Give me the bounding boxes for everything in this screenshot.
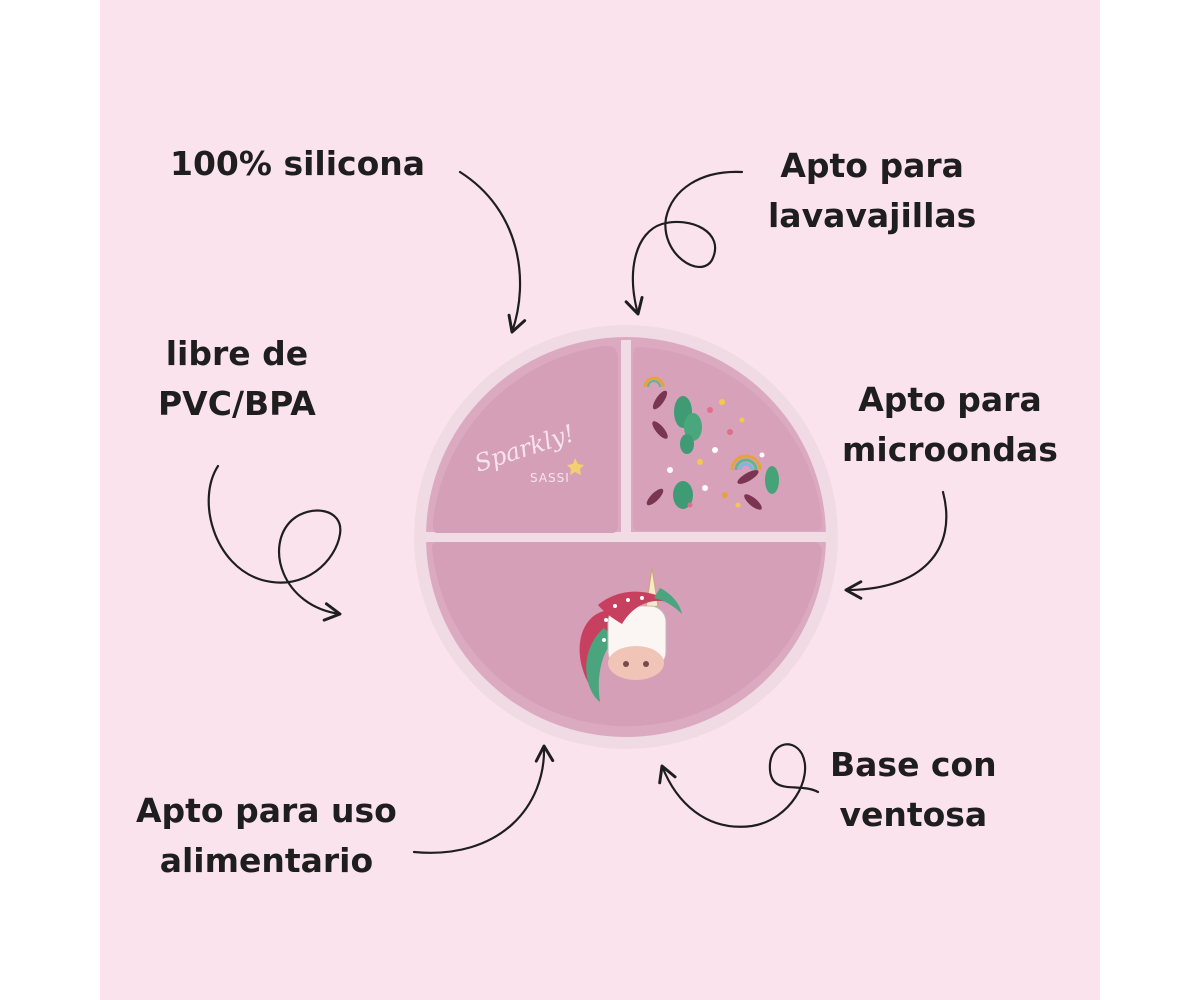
feature-lavavajillas: Apto para lavavajillas	[768, 141, 976, 241]
feature-alimentario-line-1: Apto para uso	[136, 791, 397, 830]
feature-pvc-line-1: libre de	[165, 334, 309, 373]
arrow-silicona	[458, 170, 527, 334]
arrow-pvc	[207, 464, 342, 622]
plate: Sparkly! SASSI	[414, 325, 838, 749]
feature-microondas: Apto para microondas	[842, 375, 1058, 475]
star-icon	[567, 458, 584, 475]
arrow-alimentario	[412, 744, 555, 854]
feature-microondas-line-2: microondas	[842, 430, 1058, 469]
feature-ventosa-line-2: ventosa	[839, 795, 988, 834]
logo-brand: SASSI	[530, 471, 570, 485]
feature-silicona-line-1: 100% silicona	[170, 144, 426, 183]
arrow-microondas	[844, 490, 948, 600]
feature-pvc-bpa: libre de PVC/BPA	[158, 329, 316, 429]
feature-lavavajillas-line-1: Apto para	[780, 146, 964, 185]
feature-lavavajillas-line-2: lavavajillas	[768, 196, 977, 235]
callout-arrows	[207, 170, 948, 854]
feature-ventosa-line-1: Base con	[830, 745, 997, 784]
feature-ventosa: Base con ventosa	[830, 740, 997, 840]
compartment-top-left	[432, 345, 618, 533]
arrow-ventosa	[658, 743, 820, 828]
feature-alimentario-line-2: alimentario	[159, 841, 374, 880]
feature-microondas-line-1: Apto para	[858, 380, 1042, 419]
feature-silicona: 100% silicona	[170, 139, 425, 189]
arrow-lavavajillas	[624, 170, 744, 316]
feature-alimentario: Apto para uso alimentario	[136, 786, 397, 886]
floral-pattern	[643, 376, 779, 510]
feature-pvc-line-2: PVC/BPA	[158, 384, 316, 423]
unicorn-illustration	[579, 567, 682, 702]
